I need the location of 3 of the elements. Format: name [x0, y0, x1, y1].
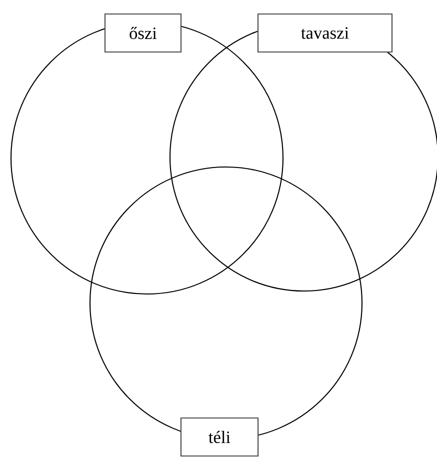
label-box: téli [180, 417, 259, 457]
label-box: őszi [104, 13, 182, 53]
label-box: tavaszi [257, 13, 393, 53]
